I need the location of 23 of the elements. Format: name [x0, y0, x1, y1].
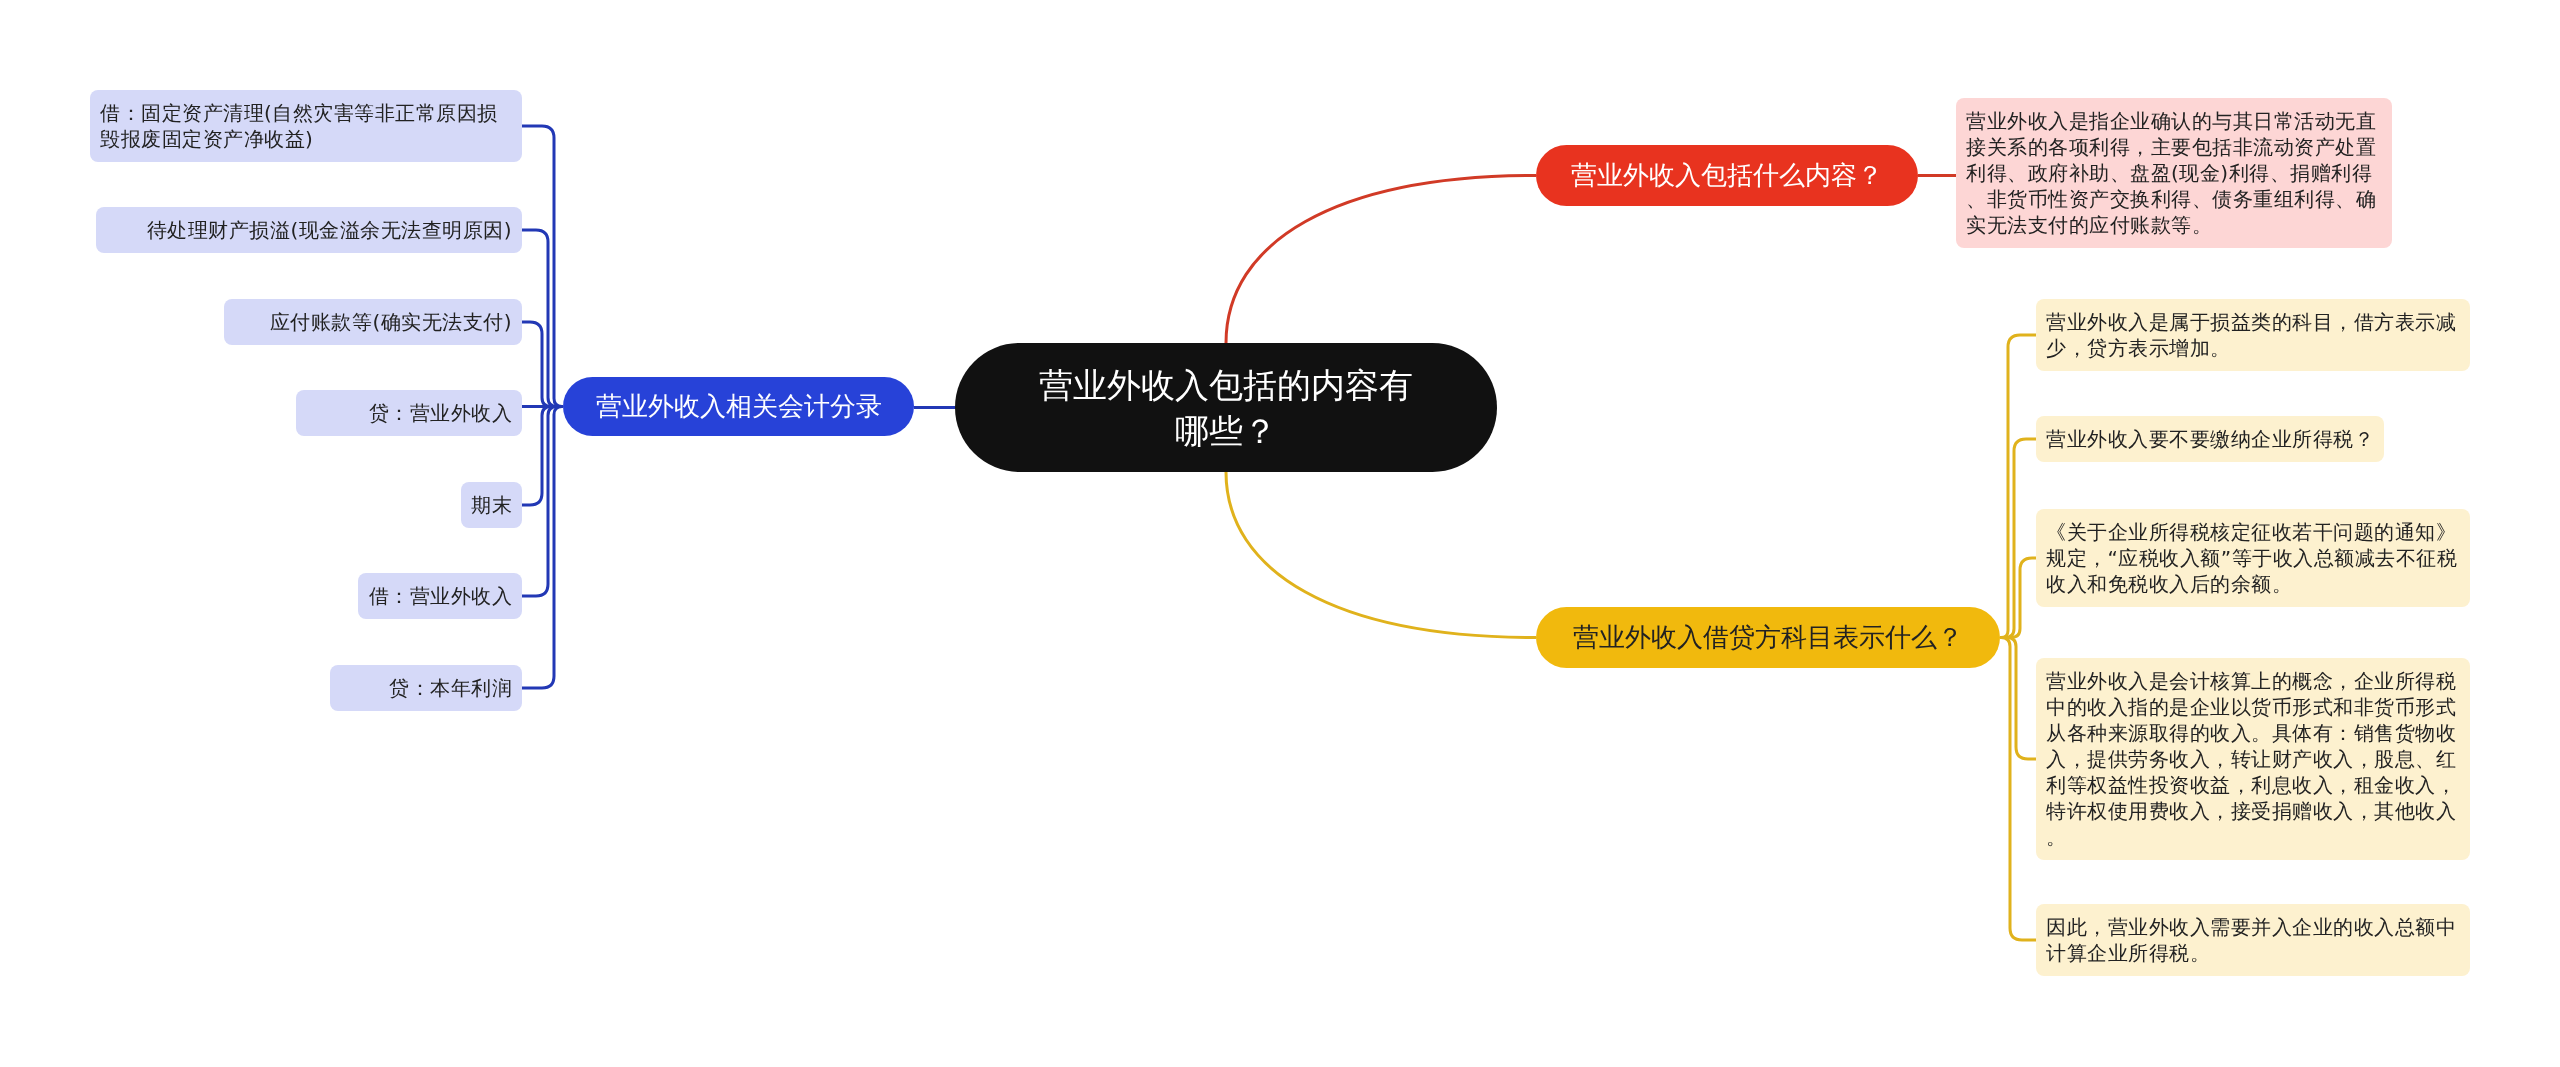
connector-line	[1224, 174, 1537, 344]
note-box: 营业外收入是指企业确认的与其日常活动无直接关系的各项利得，主要包括非流动资产处置利得、政府补助、盘盈(现金)利得、捐赠利得、非货币性资产交换利得、债务重组利得、确实无法支付的应付账款等。	[1956, 98, 2392, 248]
note-box: 贷：营业外收入	[296, 390, 522, 436]
note-box: 借：营业外收入	[358, 573, 522, 619]
connector-line	[1918, 174, 1956, 177]
note-box: 营业外收入要不要缴纳企业所得税？	[2036, 416, 2384, 462]
connector-line	[1224, 471, 1537, 639]
topic-box: 营业外收入包括什么内容？	[1536, 145, 1918, 206]
note-box: 待处理财产损溢(现金溢余无法查明原因)	[96, 207, 522, 253]
note-box: 借：固定资产清理(自然灾害等非正常原因损毁报废固定资产净收益)	[90, 90, 522, 162]
topic-box: 营业外收入相关会计分录	[563, 377, 914, 436]
note-box: 因此，营业外收入需要并入企业的收入总额中计算企业所得税。	[2036, 904, 2470, 976]
note-box: 营业外收入是会计核算上的概念，企业所得税中的收入指的是企业以货币形式和非货币形式从各种来源取得的收入。具体有：销售货物收入，提供劳务收入，转让财产收入，股息、红利等权益性投资收益，利息收入，租金收入，特许权使用费收入，接受捐赠收入，其他收入。	[2036, 658, 2470, 860]
central-topic: 营业外收入包括的内容有哪些？	[955, 343, 1497, 472]
note-box: 期末	[461, 482, 522, 528]
connector-line	[522, 405, 564, 690]
note-box: 贷：本年利润	[330, 665, 522, 711]
connector-line	[1999, 636, 2036, 942]
note-box: 应付账款等(确实无法支付)	[224, 299, 522, 345]
note-box: 《关于企业所得税核定征收若干问题的通知》规定，“应税收入额”等于收入总额减去不征税收入和免税收入后的余额。	[2036, 509, 2470, 607]
note-box: 营业外收入是属于损益类的科目，借方表示减少，贷方表示增加。	[2036, 299, 2470, 371]
topic-box: 营业外收入借贷方科目表示什么？	[1536, 607, 2000, 668]
connector-line	[914, 406, 955, 409]
